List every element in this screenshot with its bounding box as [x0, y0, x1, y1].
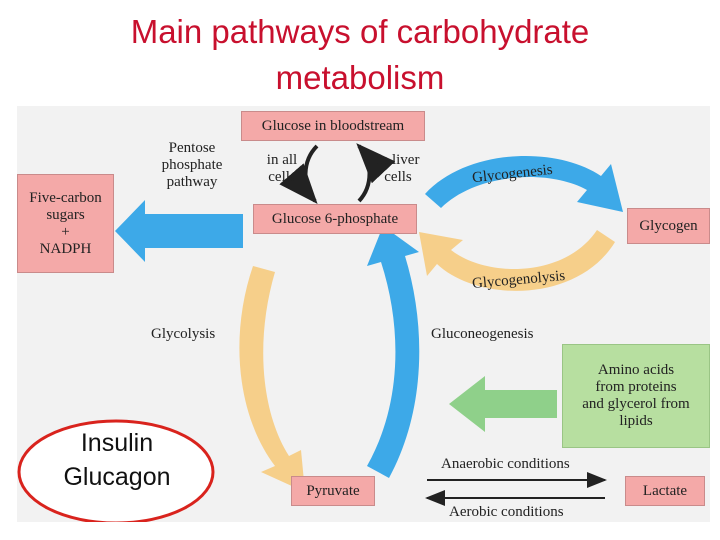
aerobic-conditions-label: Aerobic conditions — [449, 504, 564, 520]
insulin-label: Insulin — [80, 429, 154, 457]
glucose-bloodstream-box: Glucose in bloodstream — [241, 111, 425, 141]
amino-acids-line-3: and glycerol from — [582, 396, 690, 412]
glycogenolysis-arrow — [419, 230, 615, 291]
gluconeogenesis-label: Gluconeogenesis — [431, 326, 534, 342]
pentose-line-2: phosphate — [161, 157, 223, 173]
glycolysis-label: Glycolysis — [151, 326, 216, 342]
in-all-cells-line-1: in all — [266, 152, 298, 168]
in-liver-cells-line-2: cells — [384, 169, 412, 185]
in-liver-cells-label: in liver cells — [369, 152, 427, 186]
hormone-ellipse — [17, 419, 215, 522]
pyruvate-box: Pyruvate — [291, 476, 375, 506]
amino-acids-box: Amino acids from proteins and glycerol f… — [562, 344, 710, 448]
in-all-cells-label: in all cells — [261, 152, 303, 186]
glycogenesis-arrow — [425, 156, 623, 212]
amino-acids-line-2: from proteins — [595, 379, 677, 395]
amino-acids-arrow — [449, 376, 557, 432]
hormone-labels: Insulin Glucagon — [37, 426, 197, 494]
five-carbon-line-3: + — [61, 223, 70, 240]
glycolysis-arrow — [239, 266, 305, 492]
pentose-line-1: Pentose — [168, 140, 216, 156]
in-liver-cells-line-1: in liver — [376, 152, 420, 168]
amino-acids-line-1: Amino acids — [597, 362, 675, 378]
five-carbon-line-1: Five-carbon — [29, 189, 102, 206]
pentose-phosphate-label: Pentose phosphate pathway — [147, 140, 237, 191]
gluconeogenesis-arrow — [367, 226, 420, 478]
glycogen-box: Glycogen — [627, 208, 710, 244]
five-carbon-line-2: sugars — [46, 206, 85, 223]
anaerobic-conditions-label: Anaerobic conditions — [441, 456, 570, 472]
in-liver-cells-arrow — [356, 143, 396, 203]
page-title-line-2: metabolism — [275, 59, 445, 96]
glucose-6-phosphate-box: Glucose 6-phosphate — [253, 204, 417, 234]
page-title-line-1: Main pathways of carbohydrate — [130, 13, 590, 50]
amino-acids-line-4: lipids — [619, 413, 653, 429]
five-carbon-sugars-box: Five-carbon sugars + NADPH — [17, 174, 114, 273]
pentose-pathway-arrow — [115, 200, 243, 262]
pentose-line-3: pathway — [166, 174, 218, 190]
diagram-arrows — [17, 143, 623, 522]
in-all-cells-arrow — [279, 144, 319, 205]
in-all-cells-line-2: cells — [268, 169, 296, 185]
lactate-box: Lactate — [625, 476, 705, 506]
glucagon-label: Glucagon — [63, 463, 171, 491]
metabolism-diagram: Glucose in bloodstream Glucose 6-phospha… — [17, 106, 710, 522]
five-carbon-line-4: NADPH — [39, 240, 92, 257]
